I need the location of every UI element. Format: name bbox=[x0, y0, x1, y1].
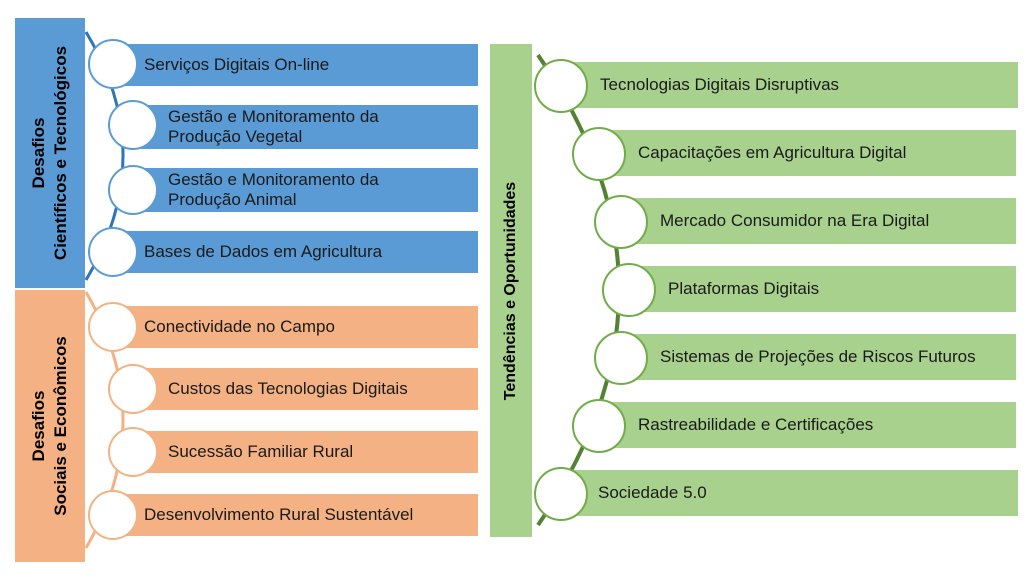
item-label: Rastreabilidade e Certificações bbox=[638, 415, 874, 434]
item-label: Conectividade no Campo bbox=[144, 317, 335, 336]
list-item: Sociedade 5.0 bbox=[560, 470, 1018, 516]
bullet-circle bbox=[108, 364, 158, 414]
panel-title-line1: Desafios bbox=[29, 390, 49, 462]
item-label: Serviços Digitais On-line bbox=[144, 55, 330, 74]
bullet-circle bbox=[108, 100, 158, 150]
list-item: Mercado Consumidor na Era Digital bbox=[622, 198, 1016, 244]
list-item: Capacitações em Agricultura Digital bbox=[600, 130, 1016, 176]
bullet-circle bbox=[88, 227, 138, 277]
bullet-circle bbox=[534, 59, 588, 113]
item-label: Gestão e Monitoramento da Produção Veget… bbox=[168, 107, 379, 146]
list-item: Gestão e Monitoramento da Produção Veget… bbox=[130, 105, 478, 149]
panel-social-challenges: Desafios Sociais e Econômicos bbox=[15, 290, 85, 562]
item-label: Sistemas de Projeções de Riscos Futuros bbox=[660, 347, 976, 366]
panel-title-line1: Desafios bbox=[29, 117, 48, 189]
panel-title-line2: Científicos e Tecnológicos bbox=[51, 45, 70, 261]
bullet-circle bbox=[88, 302, 138, 352]
item-label: Custos das Tecnologias Digitais bbox=[168, 379, 408, 398]
panel-scientific-challenges: Desafios Científicos e Tecnológicos bbox=[15, 18, 85, 288]
list-item: Tecnologias Digitais Disruptivas bbox=[560, 62, 1018, 108]
bullet-circle bbox=[572, 399, 626, 453]
list-item: Rastreabilidade e Certificações bbox=[600, 402, 1016, 448]
list-item: Serviços Digitais On-line bbox=[108, 44, 478, 86]
bullet-circle bbox=[594, 331, 648, 385]
list-item: Bases de Dados em Agricultura bbox=[108, 231, 478, 273]
list-item: Plataformas Digitais bbox=[630, 266, 1016, 312]
bullet-circle bbox=[88, 39, 138, 89]
bullet-circle bbox=[594, 195, 648, 249]
bullet-circle bbox=[108, 427, 158, 477]
item-label: Desenvolvimento Rural Sustentável bbox=[144, 505, 414, 524]
item-label: Sociedade 5.0 bbox=[598, 483, 707, 502]
bullet-circle bbox=[88, 490, 138, 540]
bullet-circle bbox=[534, 467, 588, 521]
list-item: Conectividade no Campo bbox=[108, 306, 478, 348]
bullet-circle bbox=[572, 127, 626, 181]
item-label: Mercado Consumidor na Era Digital bbox=[660, 211, 930, 230]
list-item: Sucessão Familiar Rural bbox=[130, 431, 478, 473]
panel-title: Tendências e Oportunidades bbox=[502, 181, 520, 400]
panel-trends-opportunities: Tendências e Oportunidades bbox=[490, 44, 532, 537]
list-item: Sistemas de Projeções de Riscos Futuros bbox=[622, 334, 1016, 380]
item-label: Gestão e Monitoramento da Produção Anima… bbox=[168, 170, 379, 209]
item-label: Bases de Dados em Agricultura bbox=[144, 242, 383, 261]
item-label: Sucessão Familiar Rural bbox=[168, 442, 354, 461]
item-label: Plataformas Digitais bbox=[668, 279, 820, 298]
list-item: Desenvolvimento Rural Sustentável bbox=[108, 494, 478, 536]
list-item: Custos das Tecnologias Digitais bbox=[130, 368, 478, 410]
item-label: Capacitações em Agricultura Digital bbox=[638, 143, 907, 162]
item-label: Tecnologias Digitais Disruptivas bbox=[600, 75, 840, 94]
list-item: Gestão e Monitoramento da Produção Anima… bbox=[130, 168, 478, 212]
panel-title-line2: Sociais e Econômicos bbox=[51, 336, 71, 516]
bullet-circle bbox=[602, 263, 656, 317]
bullet-circle bbox=[108, 165, 158, 215]
